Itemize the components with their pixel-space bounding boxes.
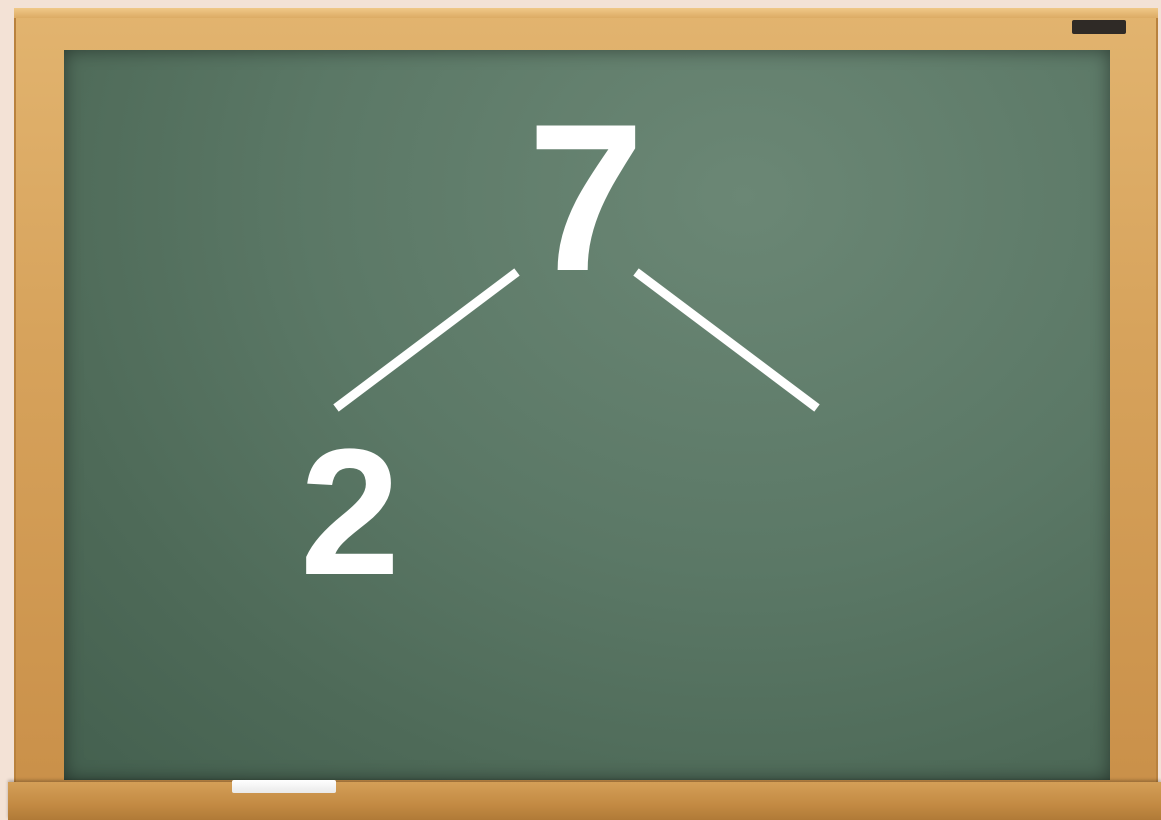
whole-number: 7: [528, 80, 645, 315]
right-branch-line: [633, 268, 820, 412]
chalk-tray: [8, 782, 1161, 820]
chalkboard-surface: [64, 50, 1110, 780]
chalk-stick: [232, 780, 336, 793]
left-branch-line: [333, 268, 520, 412]
brand-plate: [1072, 20, 1126, 34]
frame-top-edge: [14, 8, 1158, 18]
left-part-number: 2: [300, 412, 400, 613]
